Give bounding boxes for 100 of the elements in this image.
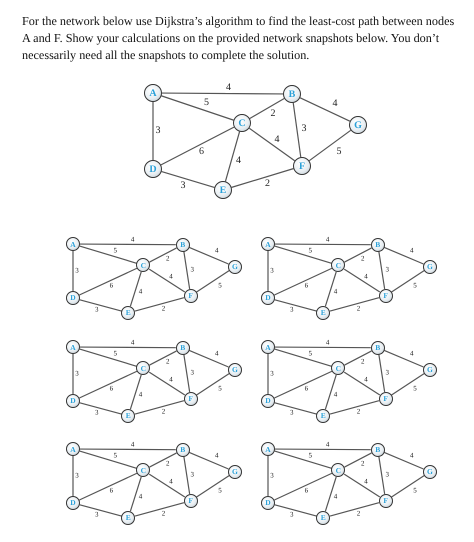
link-line <box>183 456 190 494</box>
link-line <box>344 474 380 498</box>
link-line <box>161 171 215 188</box>
edge-label: 3 <box>154 126 162 136</box>
link-line <box>330 502 380 517</box>
link-line <box>274 504 317 517</box>
link-line <box>344 452 372 468</box>
edge-label: 5 <box>336 146 342 156</box>
link-line <box>344 247 372 263</box>
link-line <box>189 246 229 265</box>
link-line <box>391 270 424 292</box>
node-circle: B <box>283 85 301 103</box>
link-line <box>149 452 177 468</box>
link-line <box>267 354 269 394</box>
link-line <box>300 97 350 122</box>
edge-label: 6 <box>198 147 205 157</box>
edge-label: 2 <box>270 108 276 118</box>
link-line <box>267 251 269 291</box>
link-line <box>274 299 317 312</box>
link-line <box>149 350 177 366</box>
link-line <box>148 372 186 396</box>
link-line <box>80 450 137 469</box>
edge-label: 3 <box>180 180 186 190</box>
edge-label: 4 <box>274 134 280 144</box>
link-line <box>249 98 285 119</box>
edge-label: 4 <box>235 156 242 166</box>
link-line <box>324 476 337 512</box>
link-line <box>80 348 137 367</box>
link-line <box>384 452 424 470</box>
link-line <box>149 247 177 263</box>
link-line <box>189 452 229 470</box>
link-line <box>183 252 190 289</box>
link-line <box>384 246 424 265</box>
edge-label: 4 <box>332 98 338 108</box>
link-line <box>274 402 317 415</box>
link-line <box>189 350 229 368</box>
link-line <box>152 102 154 160</box>
link-line <box>274 450 332 469</box>
edge-label: 4 <box>225 82 232 92</box>
link-line <box>72 456 74 496</box>
node-circle: E <box>214 181 232 199</box>
link-line <box>162 92 283 95</box>
link-line <box>161 95 234 121</box>
link-line <box>384 350 424 368</box>
link-line <box>148 268 186 293</box>
link-line <box>79 472 138 501</box>
link-line <box>378 456 386 494</box>
link-line <box>72 251 74 291</box>
link-line <box>196 373 230 396</box>
link-line <box>80 448 176 450</box>
link-line <box>275 448 371 450</box>
link-line <box>196 270 230 292</box>
link-line <box>274 472 332 501</box>
link-line <box>308 130 352 162</box>
node-circle: G <box>349 116 367 134</box>
link-line <box>134 297 184 312</box>
link-line <box>134 502 184 517</box>
edge-label: 3 <box>300 124 308 134</box>
link-line <box>72 354 74 394</box>
link-line <box>274 348 332 367</box>
link-line <box>324 374 337 410</box>
link-line <box>148 474 186 498</box>
link-line <box>134 400 184 415</box>
link-line <box>378 354 386 392</box>
link-line <box>275 243 371 246</box>
link-line <box>183 354 190 392</box>
link-line <box>80 299 122 312</box>
link-line <box>79 268 138 296</box>
node-circle: F <box>293 157 311 175</box>
link-line <box>391 373 424 396</box>
link-line <box>79 370 138 399</box>
link-line <box>274 370 332 399</box>
link-line <box>344 372 380 396</box>
link-line <box>378 252 386 289</box>
link-line <box>275 346 371 348</box>
node-circle: D <box>144 160 162 178</box>
link-line <box>80 402 122 415</box>
link-line <box>344 268 380 293</box>
edge-label: 5 <box>203 98 210 108</box>
link-line <box>292 102 302 158</box>
link-line <box>80 243 176 246</box>
link-line <box>274 245 332 264</box>
node-circle: C <box>233 114 251 132</box>
link-line <box>248 128 296 162</box>
link-line <box>80 504 122 517</box>
link-line <box>80 245 137 264</box>
link-line <box>274 268 332 296</box>
link-line <box>130 374 142 410</box>
instruction-text: For the network below use Dijkstra’s algorithm to find the least-cost path between nodes A and F. Show your calculations on the provided network snapshots below. You don’t necessarily need all the snapshots to complete the solution. <box>22 13 456 64</box>
node-circle: A <box>144 84 162 102</box>
link-line <box>224 132 240 182</box>
edge-label: 2 <box>264 179 271 189</box>
link-line <box>231 168 294 188</box>
link-line <box>80 346 176 348</box>
link-line <box>344 350 372 366</box>
link-line <box>330 400 380 415</box>
link-line <box>160 126 234 166</box>
link-line <box>330 297 380 312</box>
link-line <box>267 456 269 496</box>
link-line <box>130 476 142 512</box>
